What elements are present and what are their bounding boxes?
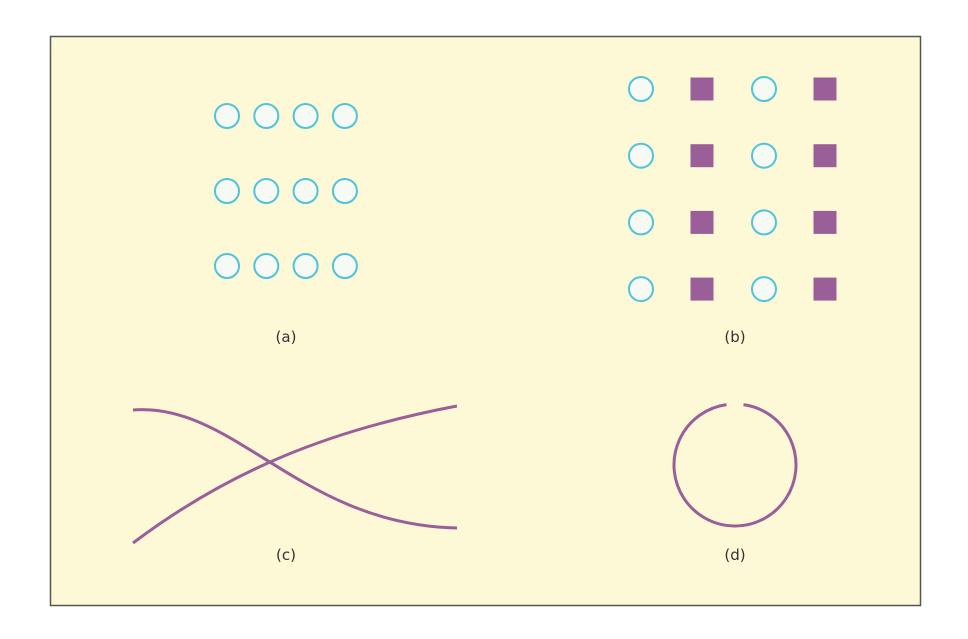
- curve-rising: [132, 404, 458, 545]
- circle-mark: [253, 178, 280, 204]
- square-mark: [690, 210, 714, 234]
- circle-mark: [292, 178, 319, 204]
- square-mark: [813, 144, 837, 168]
- square-mark: [690, 144, 714, 168]
- open-circle-arc: [672, 403, 798, 528]
- circle-mark: [628, 76, 654, 102]
- square-mark: [813, 210, 837, 234]
- label-a: (a): [276, 328, 297, 346]
- square-mark: [690, 77, 714, 101]
- circle-mark: [214, 103, 240, 129]
- circle-mark: [292, 103, 319, 129]
- label-c: (c): [276, 546, 296, 564]
- circle-mark: [628, 209, 654, 236]
- square-mark: [813, 77, 837, 101]
- label-d: (d): [724, 546, 745, 564]
- circle-mark: [331, 103, 358, 129]
- circle-mark: [292, 253, 319, 279]
- panel-c-crossing-curves: [132, 404, 458, 545]
- panel-d-open-circle: [672, 403, 798, 528]
- circle-mark: [331, 253, 358, 279]
- figure-frame: [49, 35, 922, 607]
- circle-mark: [628, 142, 654, 169]
- circle-mark: [214, 178, 240, 204]
- circle-mark: [751, 276, 777, 303]
- circle-mark: [751, 209, 777, 236]
- label-b: (b): [724, 328, 745, 346]
- circle-mark: [331, 178, 358, 204]
- square-mark: [813, 277, 837, 301]
- circle-mark: [751, 142, 777, 169]
- circle-mark: [214, 253, 240, 279]
- circle-mark: [751, 76, 777, 102]
- circle-mark: [253, 103, 280, 129]
- panel-b-similarity-grid: [628, 76, 837, 303]
- circle-mark: [628, 276, 654, 303]
- panel-a-proximity-grid: [214, 103, 358, 279]
- circle-mark: [253, 253, 280, 279]
- curve-s: [132, 408, 458, 530]
- square-mark: [690, 277, 714, 301]
